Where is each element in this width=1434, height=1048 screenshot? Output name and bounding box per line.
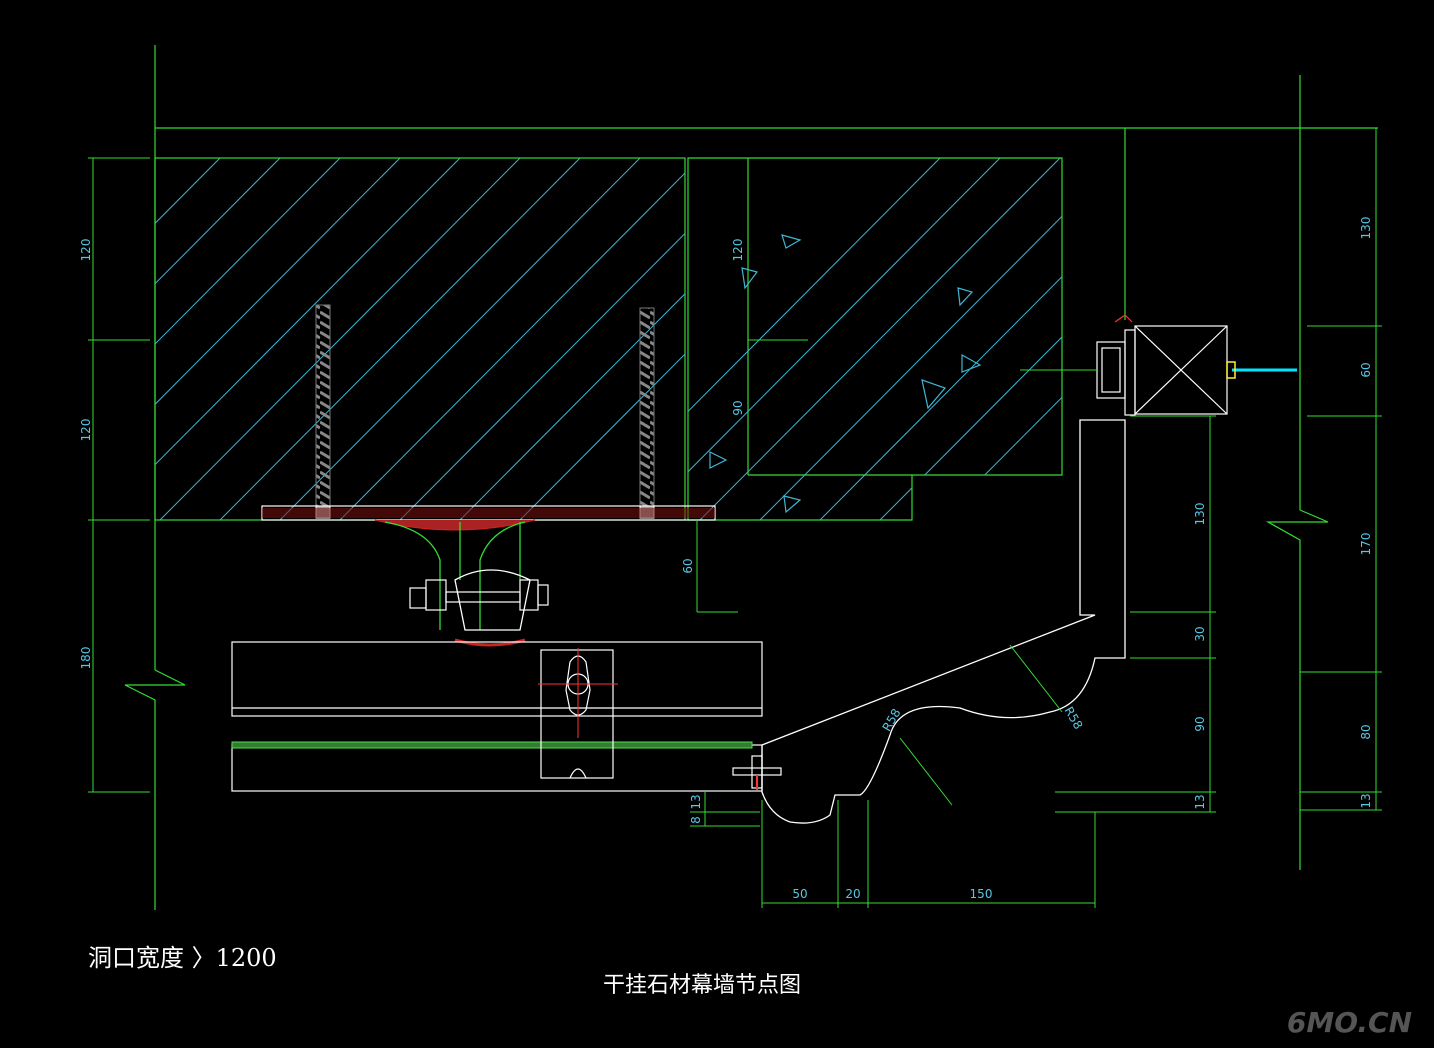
aggregate-triangles: [709, 234, 982, 514]
dim-left-180: 180: [79, 647, 93, 670]
dim-right-170: 170: [1359, 533, 1373, 556]
stone-panel-profile: [761, 419, 1126, 824]
opening-width-note: 洞口宽度 〉1200: [88, 944, 277, 972]
center-mark: [538, 648, 618, 738]
drawing-title: 干挂石材幕墙节点图: [603, 973, 801, 998]
dim-left-120b: 120: [79, 419, 93, 442]
dimension-labels: 120 120 180 120 90 60 130 60 170 80 13 1…: [79, 217, 1373, 901]
dim-right-80: 80: [1359, 724, 1373, 739]
dim-inner-right-90: 90: [1193, 716, 1207, 731]
joint-bolt: [732, 755, 782, 790]
anchor-bolts: [315, 304, 655, 519]
dim-small-13: 13: [689, 794, 703, 809]
steel-channel: [231, 641, 763, 792]
bolt-nut: [409, 579, 549, 647]
dim-right-130: 130: [1359, 217, 1373, 240]
glazing-bead: [1226, 361, 1236, 379]
dim-radius-1: R58: [880, 706, 904, 733]
watermark: 6MO.CN: [1287, 1006, 1412, 1039]
embedded-plate: [261, 505, 716, 531]
dim-bottom-20: 20: [845, 887, 860, 901]
dim-left-120a: 120: [79, 239, 93, 262]
dim-right-13: 13: [1359, 793, 1373, 808]
dimension-lines: [88, 128, 1382, 908]
window-frame: [1096, 314, 1228, 416]
stone-clip: [540, 649, 614, 779]
dim-right-60: 60: [1359, 362, 1373, 377]
steel-bracket: [384, 521, 531, 631]
dim-inner-right-30: 30: [1193, 626, 1207, 641]
dim-mid-60: 60: [681, 558, 695, 573]
sealant-strip: [231, 741, 753, 749]
dim-inner-right-130: 130: [1193, 503, 1207, 526]
dim-inner-right-13: 13: [1193, 794, 1207, 809]
dim-inner-90: 90: [731, 400, 745, 415]
dim-small-8: 8: [689, 816, 703, 824]
concrete-hatch-right: [688, 158, 1062, 520]
dim-radius-2: R58: [1061, 704, 1085, 731]
dim-bottom-150: 150: [970, 887, 993, 901]
dim-bottom-50: 50: [792, 887, 807, 901]
dim-inner-120: 120: [731, 239, 745, 262]
